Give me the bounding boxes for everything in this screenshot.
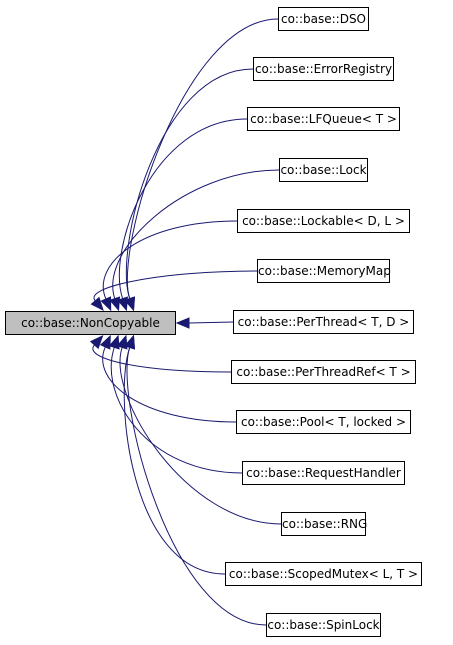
inheritance-edge [126, 347, 267, 626]
node-spinlock[interactable]: co::base::SpinLock [266, 613, 381, 637]
node-label: co::base::SpinLock [267, 618, 380, 632]
inheritance-edge [188, 321, 234, 324]
inheritance-arrowhead [117, 296, 128, 312]
node-lockable[interactable]: co::base::Lockable< D, L > [237, 209, 410, 233]
node-label: co::base::PerThreadRef< T > [236, 365, 411, 379]
node-label: co::base::RNG [282, 517, 368, 531]
node-perthreadref[interactable]: co::base::PerThreadRef< T > [231, 360, 416, 384]
node-perthread[interactable]: co::base::PerThread< T, D > [233, 310, 414, 334]
node-noncopyable[interactable]: co::base::NonCopyable [5, 311, 176, 335]
inheritance-arrowhead [124, 334, 136, 350]
inheritance-arrowhead [90, 296, 104, 311]
inheritance-arrowhead [89, 335, 104, 350]
inheritance-edge [112, 169, 280, 299]
inheritance-edge [123, 347, 226, 575]
inheritance-arrowhead [99, 334, 111, 350]
inheritance-edge [93, 270, 258, 302]
inheritance-edges [89, 18, 282, 626]
node-memorymap[interactable]: co::base::MemoryMap [257, 259, 391, 283]
node-label: co::base::ErrorRegistry [254, 62, 393, 76]
inheritance-edge [92, 344, 232, 373]
node-label: co::base::NonCopyable [21, 316, 160, 330]
inheritance-arrowhead [175, 317, 190, 329]
inheritance-arrowhead [100, 296, 112, 312]
node-lock[interactable]: co::base::Lock [279, 158, 368, 182]
inheritance-arrowhead [108, 334, 120, 350]
inheritance-edge [118, 118, 248, 299]
node-requesthandler[interactable]: co::base::RequestHandler [242, 461, 405, 485]
node-lfqueue[interactable]: co::base::LFQueue< T > [247, 107, 400, 131]
inheritance-arrowhead [109, 296, 121, 312]
inheritance-edge [102, 220, 238, 300]
inheritance-edge [110, 347, 243, 474]
inheritance-edge [126, 68, 254, 299]
node-label: co::base::PerThread< T, D > [237, 315, 410, 329]
inheritance-edge [119, 347, 282, 525]
node-pool[interactable]: co::base::Pool< T, locked > [236, 410, 411, 434]
node-label: co::base::Pool< T, locked > [240, 415, 407, 429]
node-dso[interactable]: co::base::DSO [278, 7, 369, 31]
node-label: co::base::Lock [280, 163, 367, 177]
node-label: co::base::ScopedMutex< L, T > [228, 567, 419, 581]
inheritance-edge [126, 18, 279, 299]
node-label: co::base::LFQueue< T > [250, 112, 397, 126]
node-label: co::base::DSO [280, 12, 367, 26]
node-rng[interactable]: co::base::RNG [281, 512, 368, 536]
node-errorregistry[interactable]: co::base::ErrorRegistry [253, 57, 394, 81]
node-scopedmutex[interactable]: co::base::ScopedMutex< L, T > [225, 562, 422, 586]
node-label: co::base::Lockable< D, L > [242, 214, 405, 228]
node-label: co::base::MemoryMap [258, 264, 391, 278]
inheritance-edge [102, 346, 237, 423]
node-label: co::base::RequestHandler [246, 466, 401, 480]
